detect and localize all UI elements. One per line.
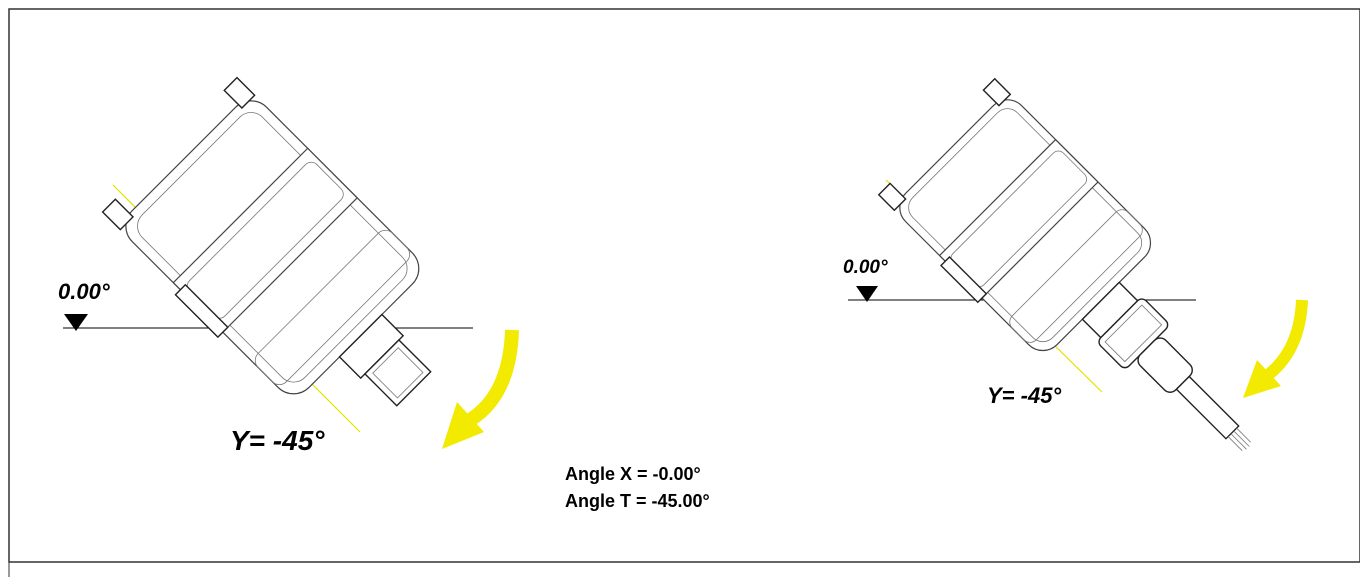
- right-sensor-group: 0.00° Y= -45°: [843, 77, 1308, 452]
- left-sensor-group: 0.00° Y= -45°: [58, 76, 519, 456]
- angle-t-readout: Angle T = -45.00°: [565, 491, 710, 511]
- left-curved-arrow-head-icon: [442, 402, 484, 449]
- left-reference-triangle-icon: [64, 314, 88, 331]
- right-tilt-label: Y= -45°: [987, 383, 1061, 408]
- left-sensor-body: [101, 76, 432, 407]
- angle-x-readout: Angle X = -0.00°: [565, 464, 701, 484]
- right-reference-label: 0.00°: [843, 257, 888, 278]
- right-sensor-body: [877, 77, 1252, 452]
- left-tilt-label: Y= -45°: [230, 425, 325, 456]
- left-reference-label: 0.00°: [58, 279, 110, 304]
- angle-readout: Angle X = -0.00° Angle T = -45.00°: [565, 464, 710, 511]
- diagram-frame: [8, 8, 1360, 563]
- right-curved-arrow-icon: [1264, 299, 1308, 380]
- right-curved-arrow-head-icon: [1243, 360, 1281, 398]
- left-curved-arrow-icon: [466, 329, 519, 426]
- right-reference-triangle-icon: [856, 286, 878, 302]
